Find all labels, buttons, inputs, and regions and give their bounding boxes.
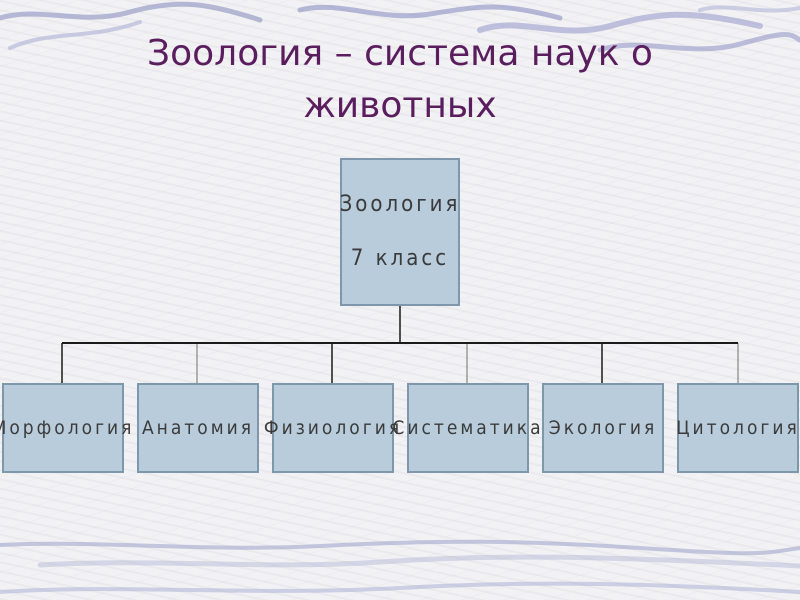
node-ecology: Экология	[542, 383, 664, 473]
root-node-title: Зоология	[340, 178, 461, 232]
node-cytology: Цитология	[677, 383, 799, 473]
node-label: Систематика	[392, 417, 543, 439]
root-node: Зоология 7 класс	[340, 158, 460, 306]
node-label: Физиология	[264, 417, 402, 439]
root-node-subtitle: 7 класс	[351, 232, 449, 286]
node-anatomy: Анатомия	[137, 383, 259, 473]
node-label: Морфология	[0, 417, 134, 439]
node-label: Анатомия	[142, 417, 254, 439]
node-label: Цитология	[676, 417, 800, 439]
node-systematics: Систематика	[407, 383, 529, 473]
node-label: Экология	[549, 417, 657, 439]
node-morphology: Морфология	[2, 383, 124, 473]
node-physiology: Физиология	[272, 383, 394, 473]
